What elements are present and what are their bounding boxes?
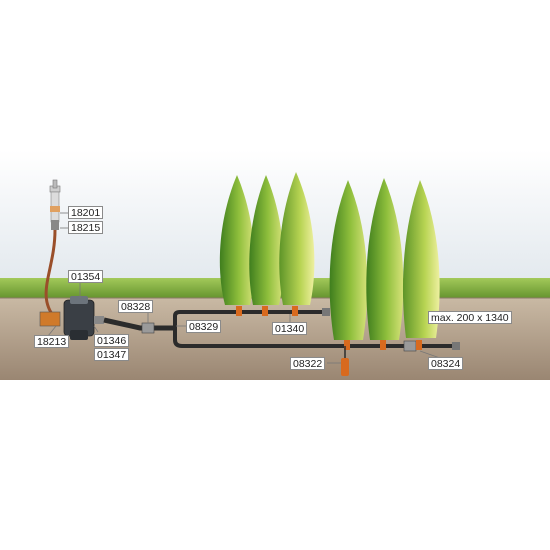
water-controller-icon xyxy=(39,296,104,340)
cypress-tree-icon xyxy=(279,172,315,305)
cypress-tree-icon xyxy=(366,178,404,340)
lower-line xyxy=(173,328,455,348)
label-max-length: max. 200 x 1340 xyxy=(428,311,512,324)
cypress-tree-icon xyxy=(219,175,255,305)
label-18213: 18213 xyxy=(34,335,70,348)
label-01340: 01340 xyxy=(272,322,308,335)
upper-line xyxy=(173,310,325,328)
label-08328: 08328 xyxy=(118,300,154,313)
tap-icon xyxy=(49,179,61,230)
supply-hose xyxy=(44,229,57,319)
cypress-tree-icon xyxy=(329,180,368,340)
label-08329: 08329 xyxy=(186,320,222,333)
label-08322: 08322 xyxy=(290,357,326,370)
label-08324: 08324 xyxy=(428,357,464,370)
dripper-icon xyxy=(262,306,268,316)
label-18215: 18215 xyxy=(68,221,104,234)
dripper-08322 xyxy=(341,346,349,376)
dripper-icon xyxy=(416,340,422,350)
dripper-icon xyxy=(236,306,242,316)
main-pipe xyxy=(103,317,175,331)
cypress-tree-icon xyxy=(249,175,284,305)
dripper-icon xyxy=(380,340,386,350)
end-plug-lower xyxy=(452,342,460,350)
label-01347: 01347 xyxy=(94,348,130,361)
connector-08328 xyxy=(141,322,155,334)
label-01346: 01346 xyxy=(94,334,130,347)
label-18201: 18201 xyxy=(68,206,104,219)
dripper-icon xyxy=(344,340,350,350)
cypress-tree-icon xyxy=(402,180,440,338)
label-01354: 01354 xyxy=(68,270,104,283)
end-plug-upper xyxy=(322,308,330,316)
connector-08324 xyxy=(403,340,417,352)
dripper-icon xyxy=(292,306,298,316)
